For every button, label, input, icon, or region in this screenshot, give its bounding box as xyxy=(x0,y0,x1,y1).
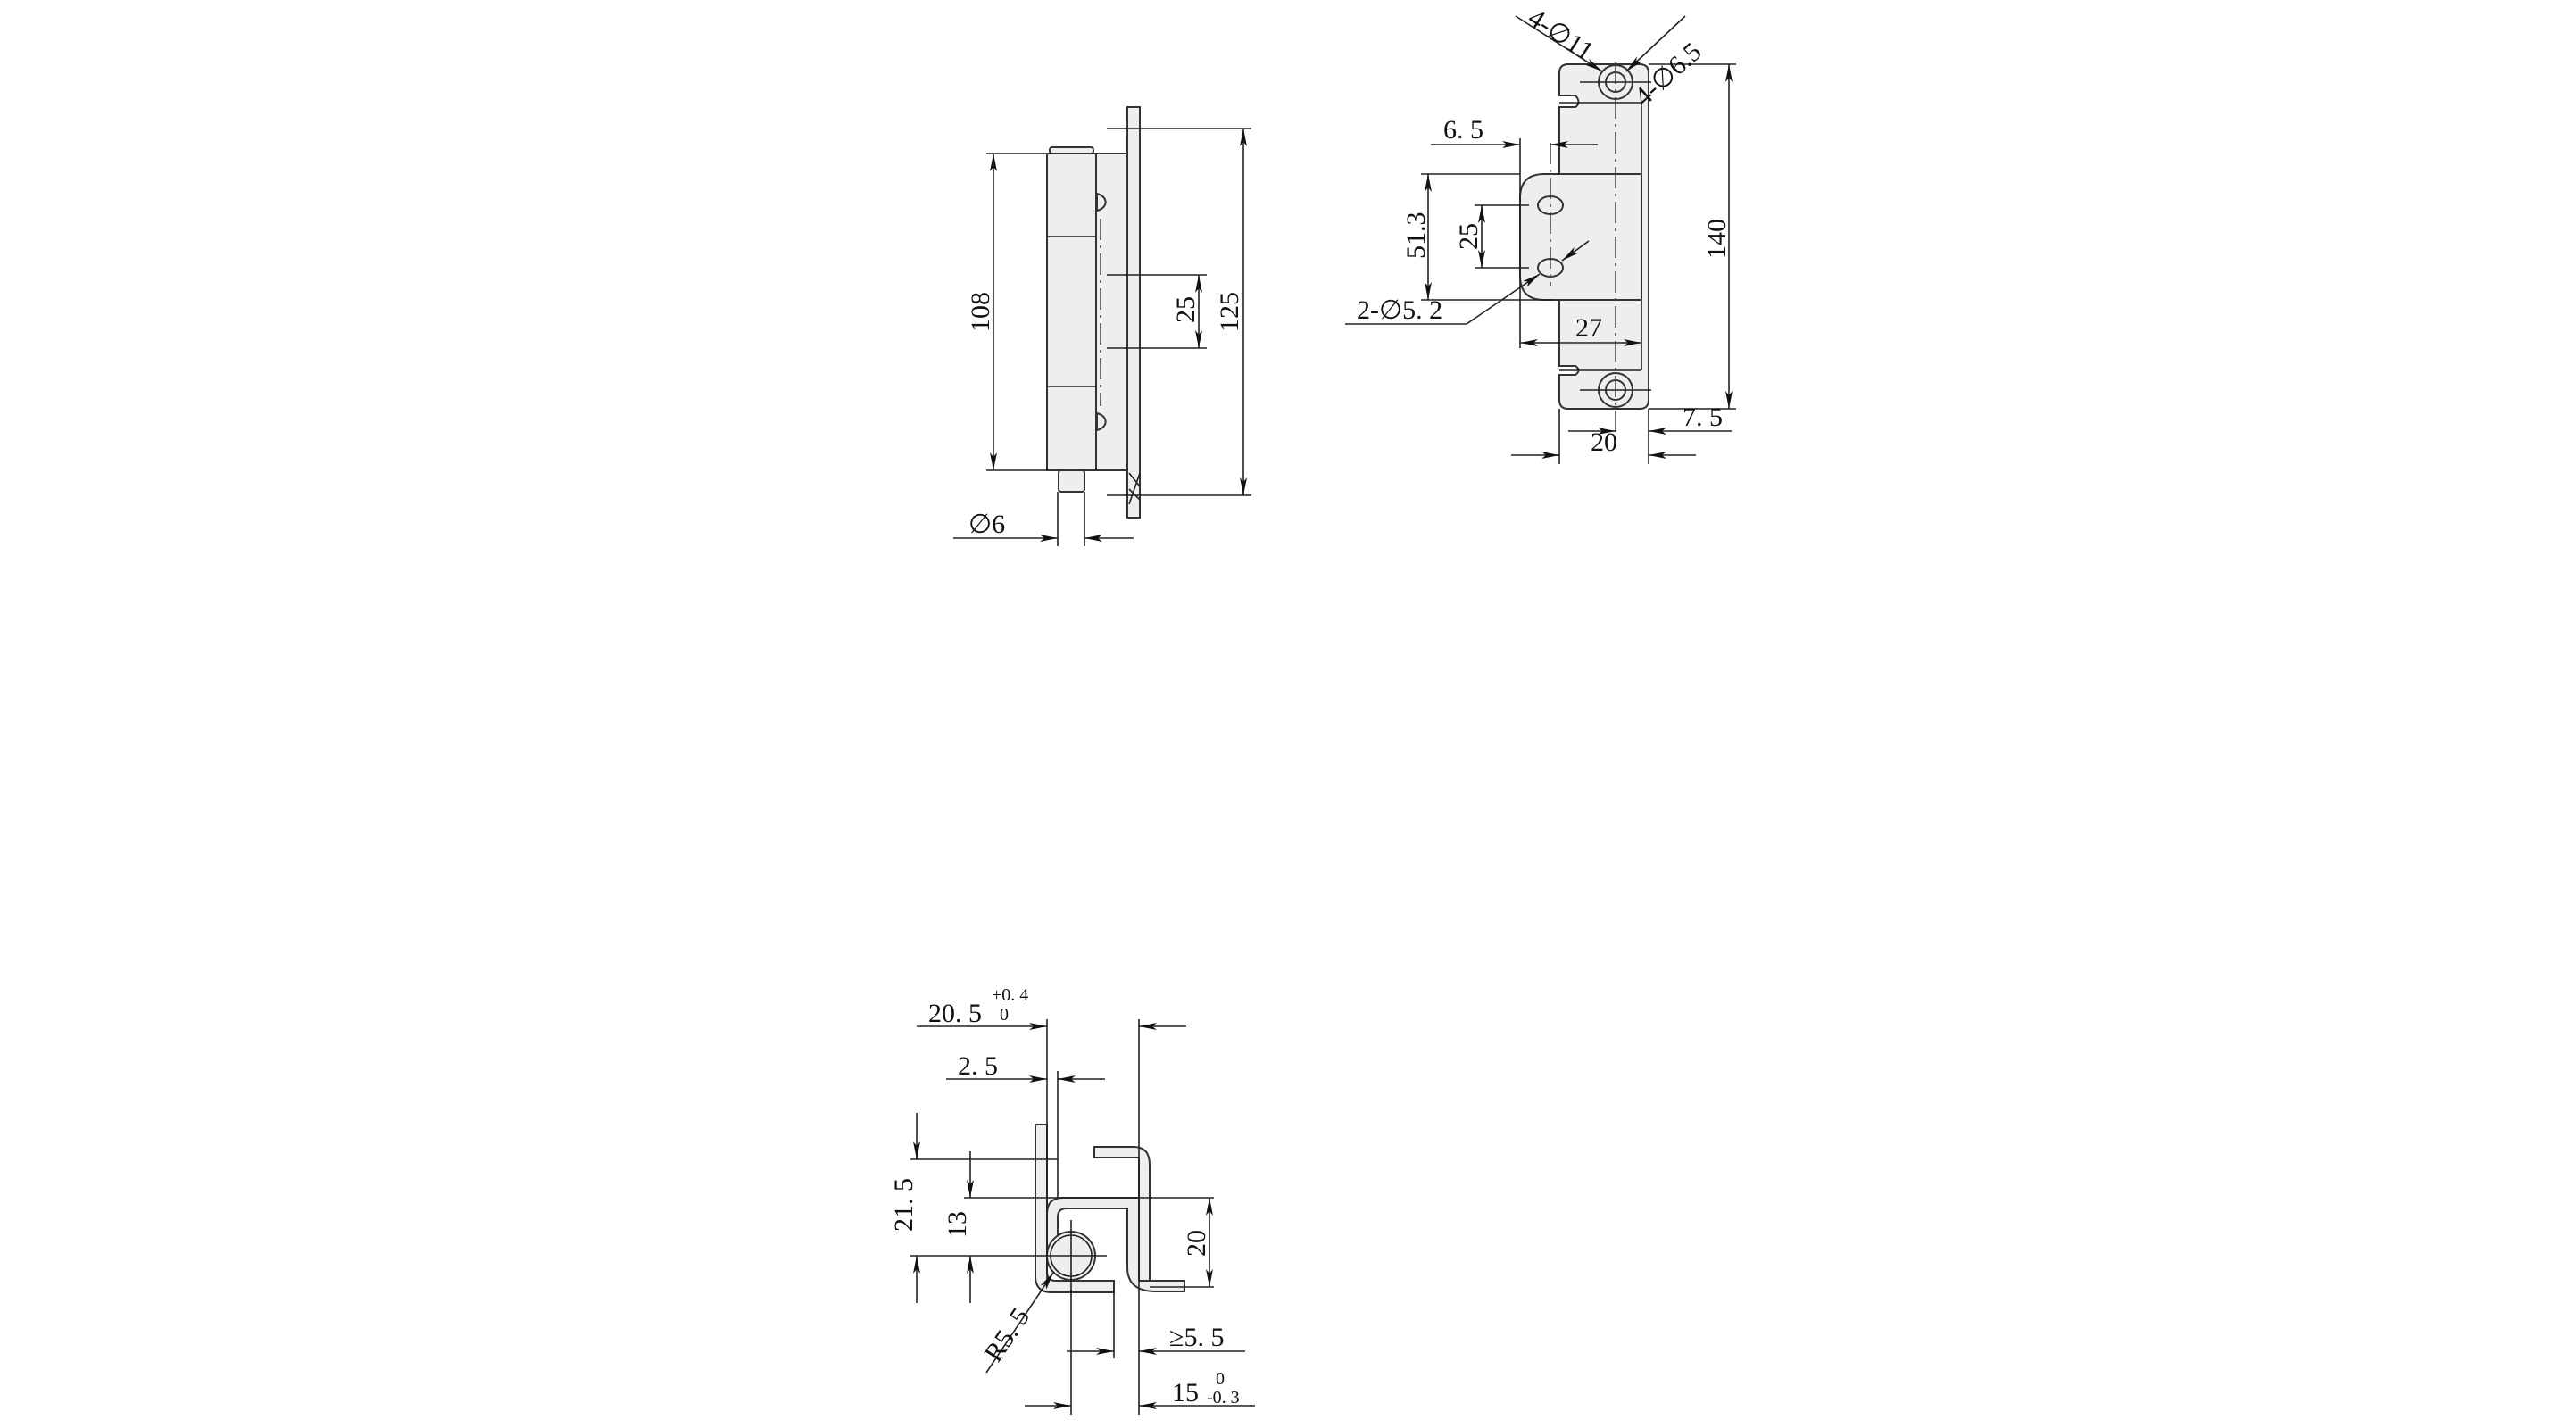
dim-opening: 20. 5 xyxy=(928,999,982,1028)
hatch-section xyxy=(1128,472,1141,505)
dim-counterbore: 4-∅11 xyxy=(1523,3,1599,66)
hole-icon xyxy=(1096,411,1107,432)
dim-hole-offset: 6. 5 xyxy=(1443,115,1483,145)
mounting-plate xyxy=(1126,106,1141,519)
pin-top xyxy=(1049,146,1094,154)
dim-length: 108 xyxy=(966,292,995,332)
dim-overall: 140 xyxy=(1702,219,1732,259)
dim-axis-tol-lower: -0. 3 xyxy=(1207,1388,1240,1407)
hinge-knuckle xyxy=(1046,153,1097,471)
dim-axis-tol-upper: 0 xyxy=(1216,1369,1225,1389)
dim-leaf-holes: 2-∅5. 2 xyxy=(1357,295,1442,325)
dim-axis-offset: 7. 5 xyxy=(1683,403,1723,432)
dim-width: 20 xyxy=(1591,428,1617,457)
dim-opening-tol-lower: 0 xyxy=(1000,1005,1009,1025)
dim-height: 21. 5 xyxy=(889,1178,918,1232)
dim-opening-tol-upper: +0. 4 xyxy=(992,985,1028,1005)
moving-leaf-top xyxy=(1093,1146,1151,1282)
dim-clearance: ≥5. 5 xyxy=(1169,1323,1224,1352)
dim-leaf-width: 27 xyxy=(1575,313,1602,343)
dim-hole-pitch: 25 xyxy=(1454,223,1483,250)
dim-pin-diameter: ∅6 xyxy=(968,510,1005,539)
dim-axis-height: 13 xyxy=(943,1211,972,1238)
section-view: 20. 5 +0. 4 0 2. 5 21. 5 13 20 R5. 5 ≥5.… xyxy=(889,985,1255,1415)
moving-leaf-profile xyxy=(1046,1197,1185,1292)
dim-thickness: 2. 5 xyxy=(958,1051,998,1081)
side-view: 108 125 25 ∅6 xyxy=(953,106,1251,546)
hole-icon xyxy=(1096,192,1107,212)
dim-axis-distance: 15 xyxy=(1172,1378,1199,1407)
dim-leaf-height: 20 xyxy=(1182,1230,1211,1257)
pin-bottom xyxy=(1058,469,1085,493)
dim-overall: 125 xyxy=(1215,292,1244,332)
dim-hole-pitch: 25 xyxy=(1171,296,1201,323)
front-view: 6. 5 51.3 25 27 140 7. 5 20 4-∅11 4-∅6.5… xyxy=(1345,3,1736,464)
hinge-leaf xyxy=(1519,173,1642,301)
dim-leaf-height: 51.3 xyxy=(1401,212,1431,260)
